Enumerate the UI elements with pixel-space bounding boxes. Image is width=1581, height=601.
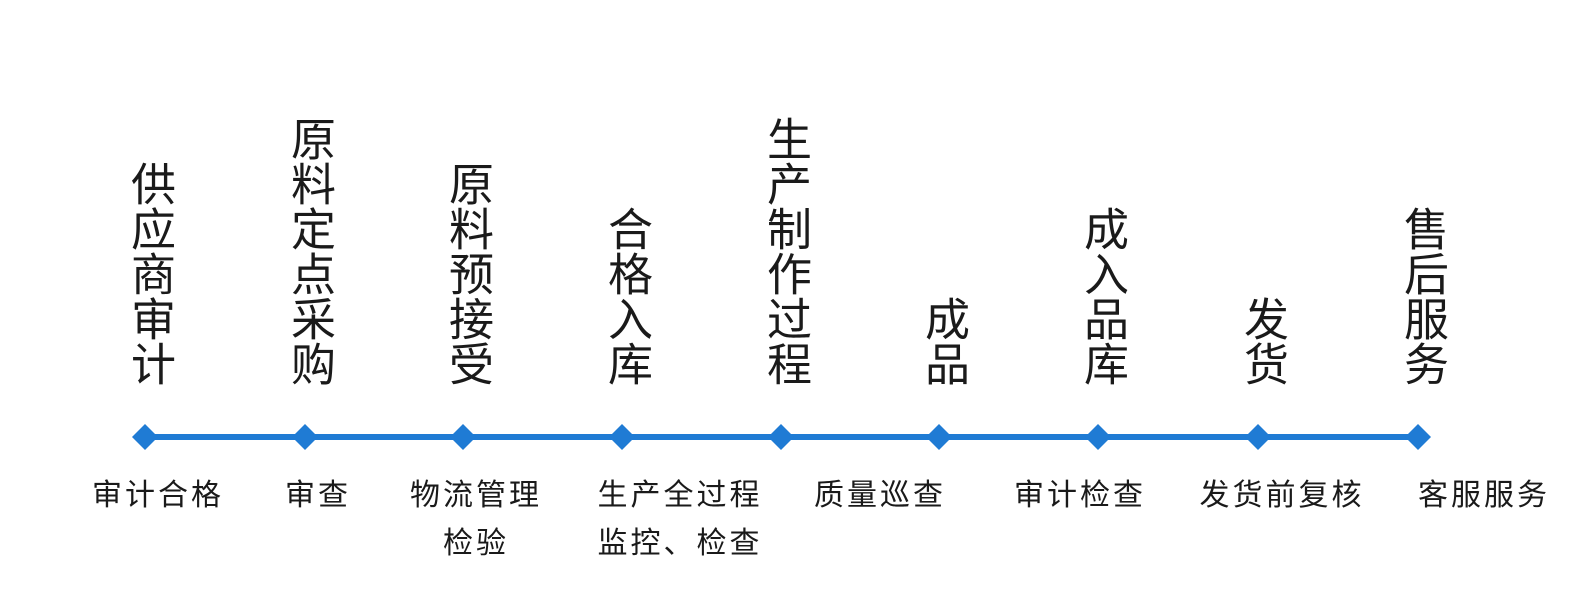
stage-caption: 发货前复核 (1182, 472, 1382, 520)
stage-title: 发货 (1236, 296, 1289, 386)
stage-caption: 质量巡查 (780, 472, 980, 520)
diamond-node-icon (450, 424, 476, 450)
caption-line: 审计合格 (92, 478, 224, 513)
stage-title: 成品 (917, 296, 970, 386)
caption-line: 检验 (443, 526, 509, 561)
caption-line: 物流管理 (410, 478, 542, 513)
stage-title: 合格入库 (600, 206, 653, 386)
stage-caption: 审计检查 (980, 472, 1180, 520)
diamond-node-icon (609, 424, 635, 450)
diamond-node-icon (292, 424, 318, 450)
stage-title: 原料预接受 (441, 161, 494, 386)
caption-line: 客服服务 (1418, 478, 1550, 513)
diamond-node-icon (1085, 424, 1111, 450)
diamond-node-icon (132, 424, 158, 450)
stage-caption: 审计合格 (58, 472, 258, 520)
caption-line: 审查 (285, 478, 351, 513)
stage-caption: 客服服务 (1384, 472, 1581, 520)
caption-line: 监控、检查 (597, 526, 763, 561)
diamond-node-icon (1245, 424, 1271, 450)
diamond-node-icon (768, 424, 794, 450)
stage-title: 生产制作过程 (759, 116, 812, 386)
stage-caption: 生产全过程监控、检查 (580, 472, 780, 568)
caption-line: 生产全过程 (597, 478, 763, 513)
stage-caption: 审查 (218, 472, 418, 520)
stage-caption: 物流管理检验 (376, 472, 576, 568)
diamond-node-icon (1405, 424, 1431, 450)
stage-title: 售后服务 (1396, 206, 1449, 386)
caption-line: 发货前复核 (1199, 478, 1365, 513)
caption-line: 审计检查 (1014, 478, 1146, 513)
stage-title: 成入品库 (1076, 206, 1129, 386)
caption-line: 质量巡查 (814, 478, 946, 513)
diamond-node-icon (926, 424, 952, 450)
stage-title: 原料定点采购 (283, 116, 336, 386)
stage-title: 供应商审计 (123, 161, 176, 386)
